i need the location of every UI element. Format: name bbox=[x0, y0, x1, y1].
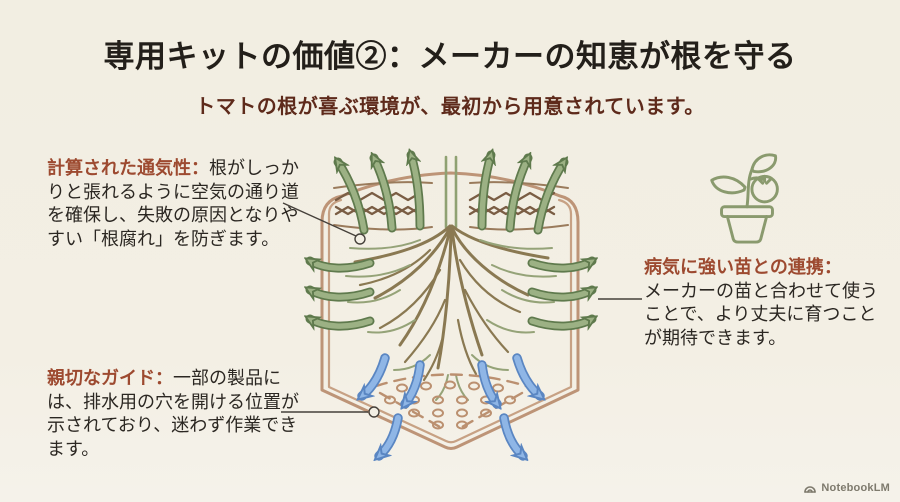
drainage-arrows bbox=[362, 353, 540, 456]
page-title: 専用キットの価値②：メーカーの知恵が根を守る bbox=[103, 39, 797, 74]
grow-bag-illustration bbox=[280, 130, 640, 490]
potted-tomato-plant-icon bbox=[710, 153, 779, 244]
annotation-guide-label: 親切なガイド： bbox=[47, 368, 173, 388]
plant-stem bbox=[444, 155, 458, 229]
annotation-seedling-body: メーカーの苗と合わせて使うことで、より丈夫に育つことが期待できます。 bbox=[644, 280, 878, 348]
annotation-seedling-label: 病気に強い苗との連携： bbox=[644, 257, 842, 277]
watermark-text: NotebookLM bbox=[821, 482, 890, 494]
root-system bbox=[345, 224, 557, 401]
annotation-aeration-label: 計算された通気性： bbox=[47, 158, 209, 178]
page-subtitle: トマトの根が喜ぶ環境が、最初から用意されています。 bbox=[195, 96, 705, 118]
annotation-guide-body: 一部の製品には、排水用の穴を開ける位置が示されており、迷わず作業できます。 bbox=[47, 368, 299, 459]
annotation-aeration: 計算された通気性：根がしっかりと張れるように空気の通り道を確保し、失敗の原因とな… bbox=[47, 157, 299, 251]
annotation-aeration-body: 根がしっかりと張れるように空気の通り道を確保し、失敗の原因となりやすい「根腐れ」… bbox=[47, 158, 299, 249]
annotation-seedling: 病気に強い苗との連携： メーカーの苗と合わせて使うことで、より丈夫に育つことが期待… bbox=[644, 256, 884, 350]
aeration-arrows-sides bbox=[310, 256, 592, 326]
watermark: NotebookLM bbox=[803, 481, 890, 495]
woven-soil-band bbox=[333, 181, 569, 231]
notebooklm-logo-icon bbox=[804, 486, 817, 493]
aeration-arrows-top bbox=[333, 155, 569, 235]
annotation-guide: 親切なガイド：一部の製品には、排水用の穴を開ける位置が示されており、迷わず作業で… bbox=[47, 367, 301, 461]
